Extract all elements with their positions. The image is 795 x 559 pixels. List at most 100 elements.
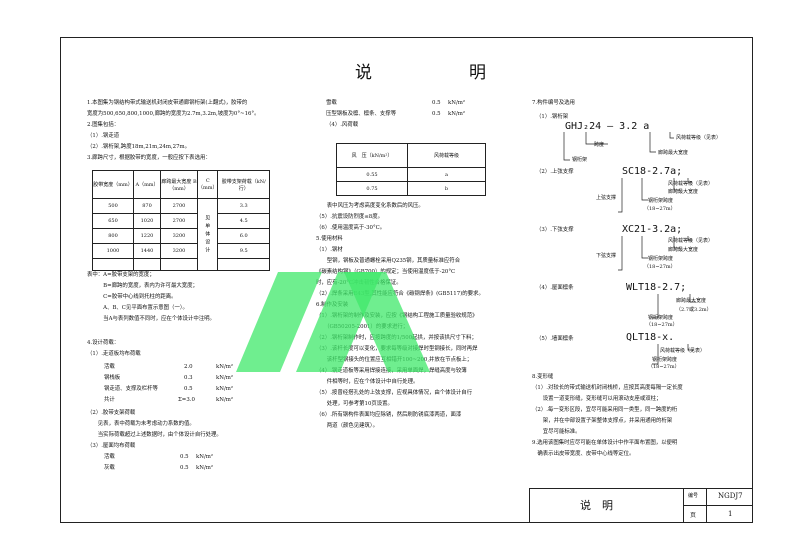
code-leader-lines [618,236,692,271]
belt-width-table: 胶带宽度（mm） A（mm） 廊跨最大宽度 B（mm） C（mm） 胶带支架荷载… [92,170,270,271]
section-line: 见表，表中荷载为未考虑动力系数的值。 [87,421,195,427]
code-leader-lines [652,344,694,365]
load-label: 雪载 [326,100,337,106]
code-label-3: （3）.下弦支撑 [536,227,574,233]
table-cell: 0.75 [336,181,408,196]
note-line: C=胶带中心线到托柱的距离。 [87,294,177,300]
section-heading: 7.构件编号及选用 [532,100,575,106]
drawing-frame [60,37,753,523]
load-label: 活载 [104,454,115,460]
table-header: A（mm） [133,170,161,199]
code-annotation: 风荷载等级（见表） [676,135,722,141]
load-value: 0.5 [180,465,189,471]
code-leader-lines [618,178,692,213]
title-block-code: NGDJ7 [718,492,743,500]
load-value: 2.0 [184,364,193,370]
load-unit: kN/m² [216,397,234,403]
load-value: 0.3 [184,375,193,381]
mid-line: 两道（颜色见建筑）。 [316,423,378,429]
right-line: （2）.每一变形区段，宜尽可能采用同一类型，同一跨度的桁 [532,407,678,413]
right-line: 架，并在中部设置子架整体支撑点，并采用通用的桁架 [532,418,673,424]
table-cell: 1440 [133,243,161,259]
note-line: 当A与表列数值不同时，应在个体设计中注明。 [87,316,215,322]
code-label-1: （1）.钢桁架 [536,114,569,120]
load-value: 0.5 [432,111,441,117]
load-unit: kN/m² [216,364,234,370]
code-annotation: （18~27m） [646,322,678,328]
mid-line: （2）.焊条采用E43型,其性能应符合《碳钢焊条》(GB5117)的要求。 [316,291,484,297]
code-label-4: （4）.屋面檩条 [536,285,574,291]
code-annotation: 廊跨最大宽度 [668,247,699,253]
table-cell: 2700 [160,213,198,229]
code-annotation: 钢桁架跨度 [648,198,674,204]
load-label: 共计 [104,397,115,403]
note-line: A、B、C见平面布置示意图（一）。 [87,305,188,311]
code-annotation: 钢桁架跨度 [648,256,674,262]
table-notes: 表中：A=胶带支架的宽度； B=廊跨的宽度，表内为许可最大宽度； C=胶带中心线… [87,270,215,325]
code-annotation: （18~27m） [648,364,680,370]
left-line: 3.廊跨尺寸，根据胶带的宽度，一般应按下表选用： [87,155,211,161]
code-annotation: （2.7或3.2m） [676,307,712,313]
code-annotation: 钢桁架跨度 [648,315,674,321]
code-annotation: 风荷载等级（见表） [668,181,714,187]
code-annotation: 廊跨最大宽度 [658,150,689,156]
mid-line: （5）.按曾经搭孔处的上弦支撑，应视具体情况，由个体设计自行 [316,390,473,396]
table-header: 风 压（kN/m²） [336,143,408,168]
title-block-page-label: 页 [690,512,697,519]
table-cell: b [407,181,486,196]
title-block-code-label: 编号 [688,493,699,499]
table-cell: 2700 [160,198,198,214]
section-line: （3）.屋面均布荷载 [87,443,136,449]
right-line: 确表示出皮带宽度、皮带中心线等定位。 [532,451,635,457]
title-block-divider [683,505,753,506]
code-annotation: 钢桁架 [572,157,588,163]
right-bottom: 8.变形缝 （1）.对较长的带式输送机封闭栈桥，应按其高度每隔一定长度 设置一道… [532,372,683,460]
mid-line: （6）.使用温度高于-30°C。 [316,225,386,231]
mid-line: 5.使用材料 [316,236,343,242]
code-leader-lines [652,294,696,319]
code-annotation: 廊跨最大宽度 [676,298,707,304]
code-annotation: 风荷载等级（见表） [660,348,706,354]
mid-line: （6）.所有钢构件表面均应除锈，然后刷防锈底漆两道，面漆 [316,412,462,418]
load-value: 0.5 [184,386,193,392]
table-cell-c-note: 见单体设计 [196,198,219,271]
table-cell: 3200 [160,228,198,244]
left-line: 2.图集包括： [87,122,120,128]
table-cell: 0.55 [336,167,408,182]
load-label: 灰载 [104,465,115,471]
right-heading: 7.构件编号及选用 [532,98,575,109]
code-annotation: 廊跨最大宽度 [668,189,699,195]
page-title: 说 明 [355,63,526,83]
section-heading: 4.设计荷载： [87,340,120,346]
code-annotation: 上弦支撑 [596,195,617,201]
code-annotation: 钢桁架跨度 [652,357,678,363]
load-label: 钢走道、支撑及栏杆等 [104,386,158,392]
code-annotation: 风荷载等级（见表） [668,238,714,244]
wind-load-table: 风 压（kN/m²） 风荷载等级 0.55 a 0.75 b [336,143,486,196]
table-header: 风荷载等级 [407,143,486,168]
title-block-page: 1 [728,510,733,518]
code-annotation: 下弦支撑 [596,253,617,259]
code-annotation: 跨度 [594,142,605,148]
watermark-logo [236,272,430,372]
component-code: WLT18-2.7; [626,282,687,293]
load-value: Σ=3.0 [178,397,195,403]
table-header: C（mm） [196,170,219,199]
section-line: （2）.胶带支架荷载 [87,410,136,416]
load-unit: kN/m² [448,100,466,106]
title-block-name: 说 明 [580,499,613,512]
belt-support-load: （2）.胶带支架荷载 见表，表中荷载为未考虑动力系数的值。 当实际荷载超过上述数… [87,408,222,452]
mid-line: 件相等时，应在个体设计中自行处理。 [316,379,419,385]
code-label-2: （2）.上弦支撑 [536,169,574,175]
left-line: 1.本图集为钢结构带式输送机封闭皮带通廊钢桁架(上翻式)，胶带的 [87,100,248,106]
section-line: 当实际荷载超过上述数据时，由个体设计自行处理。 [87,432,222,438]
table-cell: 650 [92,213,134,229]
left-line: （1）.钢走道 [87,133,120,139]
load-unit: kN/m² [196,465,214,471]
right-line: 8.变形缝 [532,374,554,380]
mid-line: 处理，可参考第10页设置。 [316,401,393,407]
load-label: 活载 [104,364,115,370]
section-line: （1）.走道板均布荷载 [87,351,141,357]
mid-line: （GB50205-2001）的要求进行； [316,324,409,330]
